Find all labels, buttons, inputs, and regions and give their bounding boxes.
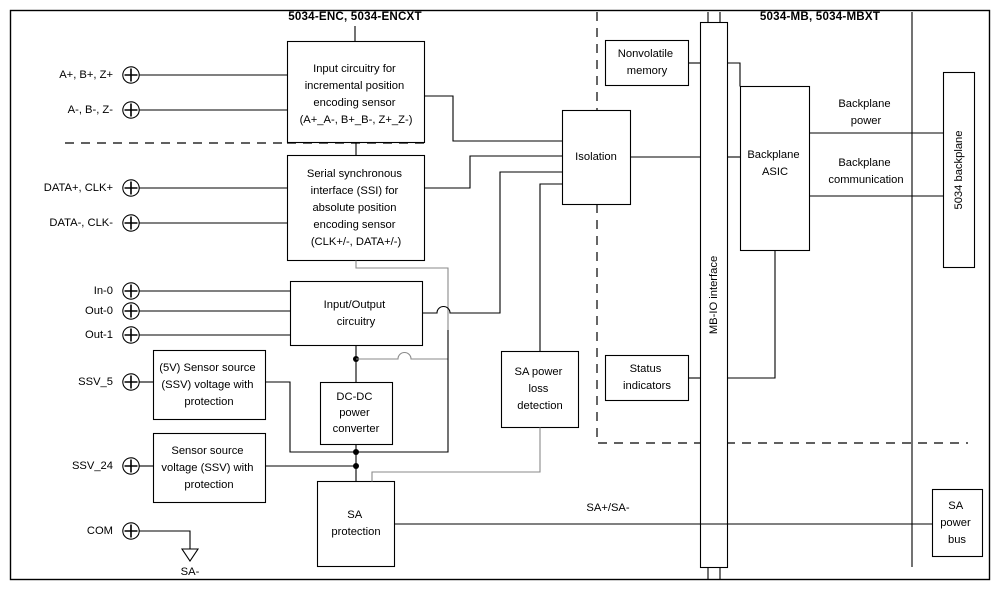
block-5034-backplane[interactable] [942, 71, 976, 269]
wire-input-circuitry-to-isolation [424, 95, 563, 142]
pin-label-a-plus: A+, B+, Z+ [59, 69, 113, 81]
wire-ssi-bottom-to-io-hop [355, 260, 449, 330]
terminal-ssv-5[interactable] [122, 373, 140, 391]
terminal-a-plus-b-plus-z-plus[interactable] [122, 66, 140, 84]
block-input-circuitry-label: Input circuitry for incremental position… [300, 63, 413, 126]
block-sa-power-bus-label: SA power bus [940, 500, 974, 546]
block-sa-protection-label: SA protection [331, 509, 380, 538]
block-ssi-label: Serial synchronous interface (SSI) for a… [307, 168, 405, 248]
pin-label-ssv-24: SSV_24 [72, 460, 113, 472]
block-ssv-24-label: Sensor source voltage (SSV) with protect… [161, 445, 256, 491]
block-backplane-asic[interactable] [739, 85, 811, 252]
block-mb-io-interface-label: MB-IO interface [708, 256, 720, 334]
block-sa-power-loss-detection-label: SA power loss detection [515, 366, 566, 412]
block-dcdc-converter[interactable] [319, 381, 394, 446]
block-ssi[interactable] [286, 154, 426, 262]
block-backplane-asic-label: Backplane ASIC [747, 149, 802, 178]
pin-label-ssv-5: SSV_5 [78, 376, 113, 388]
wire-mb-io-top-stub [707, 12, 721, 23]
block-input-circuitry[interactable] [286, 40, 426, 144]
block-ssv-24[interactable] [152, 432, 267, 504]
pin-label-a-minus: A-, B-, Z- [68, 104, 114, 116]
pin-label-out-1: Out-1 [85, 329, 113, 341]
block-io-circuitry-label: Input/Output circuitry [324, 299, 389, 328]
block-io-circuitry[interactable] [289, 280, 424, 347]
block-nonvolatile-memory-label: Nonvolatile memory [618, 48, 676, 77]
wire-label-sa-pair: SA+/SA- [586, 502, 629, 514]
wire-ssv5-to-rail [265, 381, 356, 453]
wire-ssi-to-isolation [424, 155, 563, 189]
pin-label-data-minus: DATA-, CLK- [49, 217, 113, 229]
block-ssv-5[interactable] [152, 349, 267, 421]
terminal-data-minus-clk-minus[interactable] [122, 214, 140, 232]
section-title-enc: 5034-ENC, 5034-ENCXT [288, 10, 422, 23]
block-isolation-label: Isolation [575, 151, 617, 163]
outer-frame [9, 9, 991, 581]
terminal-com[interactable] [122, 522, 140, 540]
dashed-divider-mb [596, 12, 968, 444]
ground-label-sa-minus: SA- [181, 566, 200, 578]
block-ssv-5-label: (5V) Sensor source (SSV) voltage with pr… [159, 362, 259, 408]
wire-mb-io-to-asic-top [727, 62, 741, 87]
terminal-ssv-24[interactable] [122, 457, 140, 475]
block-sa-power-loss-detection[interactable] [500, 350, 580, 429]
wire-label-backplane-communication: Backplane communication [828, 157, 903, 186]
block-isolation[interactable] [561, 109, 632, 206]
pin-label-data-plus: DATA+, CLK+ [44, 182, 113, 194]
terminal-out-0[interactable] [122, 302, 140, 320]
lead-com-to-ground [139, 530, 191, 549]
block-sa-power-bus[interactable] [931, 488, 984, 558]
block-5034-backplane-label: 5034 backplane [953, 130, 965, 209]
wire-label-backplane-power: Backplane power [838, 98, 893, 127]
section-title-mb: 5034-MB, 5034-MBXT [760, 10, 880, 23]
block-mb-io-interface[interactable] [699, 21, 729, 569]
pin-label-out-0: Out-0 [85, 305, 113, 317]
ground-symbol-sa-minus [180, 548, 200, 562]
block-status-indicators[interactable] [604, 354, 690, 402]
wire-sa-power-loss-to-protection [371, 427, 541, 482]
wire-isolation-down-left [539, 183, 563, 352]
pin-label-in-0: In-0 [94, 285, 113, 297]
block-dcdc-converter-label: DC-DC power converter [333, 391, 380, 435]
terminal-data-plus-clk-plus[interactable] [122, 179, 140, 197]
wire-dcdc-branch-gray [356, 351, 448, 360]
wire-io-hop-column-down [356, 330, 449, 453]
wire-asic-bottom-to-mb-io [727, 250, 776, 379]
wire-io-circuitry-to-isolation [422, 171, 563, 314]
pin-label-com: COM [87, 525, 113, 537]
wire-mb-io-bottom-stub [707, 567, 721, 579]
terminal-out-1[interactable] [122, 326, 140, 344]
junction-dot-rail-24v [353, 463, 359, 469]
block-status-indicators-label: Status indicators [623, 363, 671, 392]
block-sa-protection[interactable] [316, 480, 396, 568]
terminal-a-minus-b-minus-z-minus[interactable] [122, 101, 140, 119]
terminal-in-0[interactable] [122, 282, 140, 300]
